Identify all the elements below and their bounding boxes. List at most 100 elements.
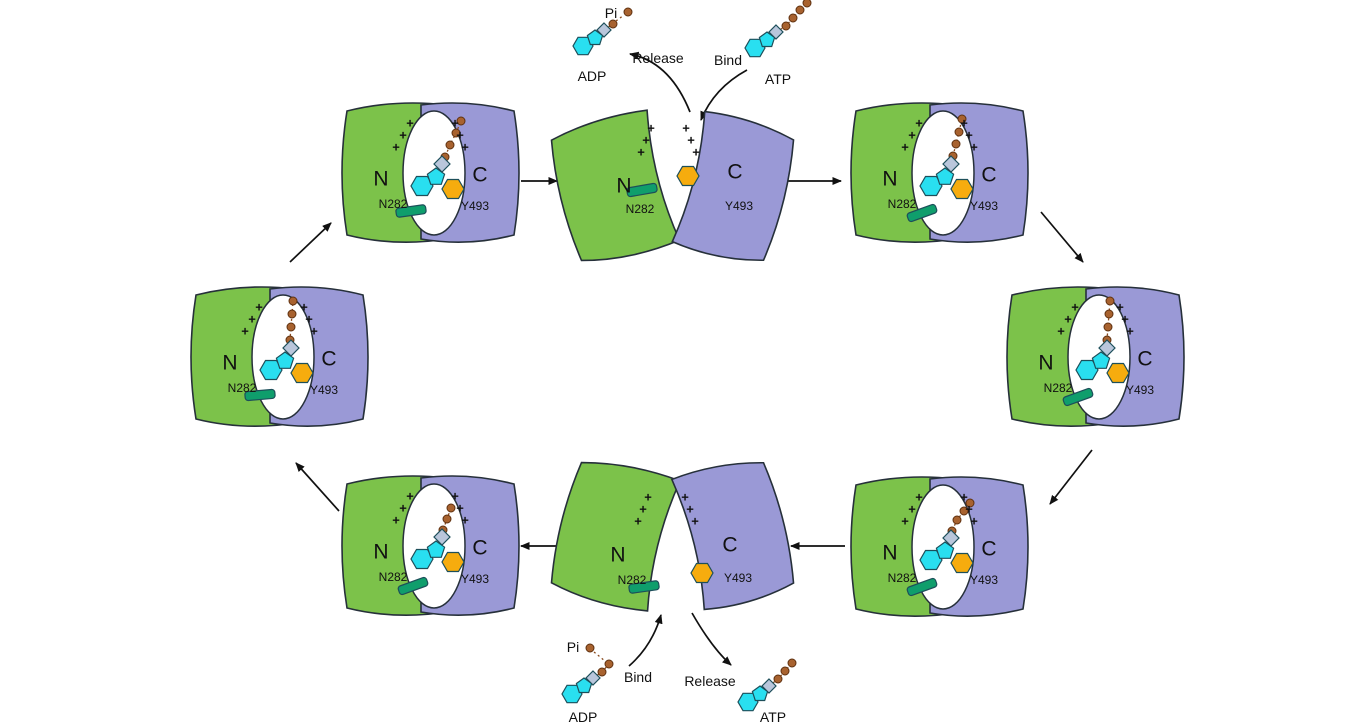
n-lobe-label: N — [1038, 352, 1053, 375]
n282-side-chain — [244, 388, 276, 402]
c-lobe-charge: + — [687, 133, 695, 148]
n-lobe — [550, 461, 682, 612]
ribose-sugar — [433, 528, 451, 546]
adenine-ring — [410, 175, 434, 197]
adp-label-top: ADP — [578, 68, 607, 84]
n-residue-label: N282 — [888, 571, 917, 585]
n-lobe-group — [550, 461, 682, 612]
c-lobe-charge: + — [456, 128, 464, 143]
ribose-sugar — [585, 670, 601, 686]
c-lobe-charge: + — [300, 300, 308, 315]
phosphate-bead — [773, 674, 783, 684]
n282-side-chain — [397, 576, 429, 596]
c-lobe-label: C — [727, 161, 742, 184]
c-lobe-label: C — [981, 164, 996, 187]
adenine-ring — [919, 175, 943, 197]
c-residue-label: Y493 — [724, 571, 752, 585]
c-lobe-charge: + — [970, 140, 978, 155]
n-residue-label: N282 — [888, 197, 917, 211]
c-lobe-charge: + — [451, 489, 459, 504]
adp-molecule-top — [572, 19, 618, 56]
phosphate-bead — [1105, 296, 1115, 306]
c-lobe-charge: + — [970, 514, 978, 529]
adenine-ring — [259, 359, 283, 381]
substrate-tyrosine-ring — [441, 551, 465, 573]
c-lobe-label: C — [722, 534, 737, 557]
n-lobe-charge: + — [901, 514, 909, 529]
release-arrow-top — [629, 51, 691, 113]
c-lobe-charge: + — [682, 121, 690, 136]
release-label-bottom: Release — [684, 673, 736, 689]
cycle-arrows — [289, 51, 1093, 667]
phosphate-bead — [787, 658, 797, 668]
phosphate-bead — [965, 498, 975, 508]
adenine-ring-small — [426, 167, 446, 185]
n-residue-label: N282 — [618, 573, 647, 587]
c-lobe-group — [671, 110, 795, 262]
phosphate-chain — [442, 507, 452, 535]
ribose-sugar — [433, 155, 451, 173]
ribose-sugar — [768, 24, 784, 40]
atp-molecule-bottom — [737, 658, 797, 712]
bind-arrow-bottom — [628, 614, 663, 667]
n-lobe-group — [550, 109, 681, 262]
c-lobe-charge: + — [461, 513, 469, 528]
n-lobe-charge: + — [637, 145, 645, 160]
phosphate-bead — [781, 21, 791, 31]
n-lobe-charge: + — [915, 116, 923, 131]
adenine-ring-small — [426, 540, 446, 558]
phosphate-bead — [802, 0, 812, 8]
n-lobe-label: N — [610, 544, 625, 567]
pi-bead-top — [623, 7, 633, 17]
substrate-tyrosine-ring — [1106, 362, 1130, 384]
cycle-arrow-rightmiddle-to-bottomright — [1049, 449, 1093, 505]
n-lobe-label: N — [373, 168, 388, 191]
n-residue-label: N282 — [1044, 381, 1073, 395]
substrate-tyrosine-ring — [290, 362, 314, 384]
n-lobe-charge: + — [642, 133, 650, 148]
c-lobe-charge: + — [451, 116, 459, 131]
adp-molecule-bottom — [561, 659, 614, 704]
phosphate-bead — [795, 5, 805, 15]
c-residue-label: Y493 — [461, 572, 489, 586]
adenine-ring — [1075, 359, 1099, 381]
n282-side-chain — [626, 182, 658, 198]
bind-arrow-top — [700, 69, 748, 121]
phosphate-bead — [957, 114, 967, 124]
n-lobe-label: N — [882, 168, 897, 191]
n-lobe-charge: + — [915, 490, 923, 505]
phosphate-bead — [959, 506, 969, 516]
nucleotide-molecules — [561, 0, 812, 712]
c-lobe — [671, 110, 795, 262]
n-lobe-charge: + — [908, 128, 916, 143]
bind-label-top: Bind — [714, 52, 742, 68]
c-lobe-label: C — [1137, 348, 1152, 371]
c-residue-label: Y493 — [461, 199, 489, 213]
adenine-ring — [410, 548, 434, 570]
n282-side-chain — [906, 577, 938, 597]
n-lobe-charge: + — [647, 121, 655, 136]
annotations: Pi ADP Release Bind ATP Pi ADP Bind Rele… — [567, 5, 791, 725]
n-lobe-charge: + — [399, 128, 407, 143]
n282-side-chain — [628, 580, 660, 594]
n-lobe-charge: + — [241, 324, 249, 339]
n-residue-label: N282 — [379, 197, 408, 211]
c-lobe-charge: + — [1121, 312, 1129, 327]
ribose-sugar — [761, 678, 777, 694]
c-lobe-charge: + — [960, 116, 968, 131]
n-lobe-charge: + — [1064, 312, 1072, 327]
phosphate-chain — [768, 662, 793, 687]
ribose-sugar — [1098, 339, 1116, 357]
c-residue-label: Y493 — [1126, 383, 1154, 397]
n-lobe-charge: + — [406, 489, 414, 504]
cycle-arrow-bottomleft-to-leftmiddle — [295, 462, 340, 512]
c-lobe-charge: + — [691, 514, 699, 529]
atp-label-top: ATP — [765, 71, 791, 87]
adenine-ring-small — [935, 167, 955, 185]
